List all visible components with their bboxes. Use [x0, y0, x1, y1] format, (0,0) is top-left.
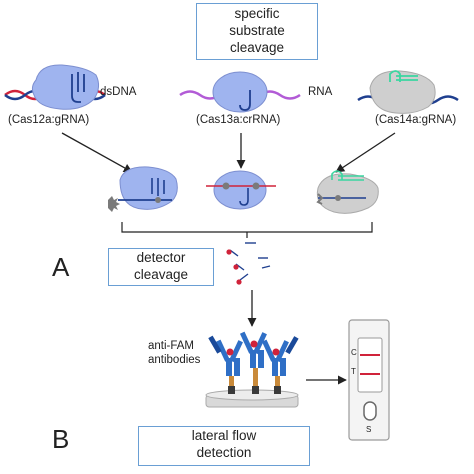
lateral-flow-box: lateral flow detection [138, 426, 310, 466]
lateral-box-line2: detection [196, 445, 252, 460]
strip-t-label: T [351, 367, 356, 376]
detector-box-line2: cleavage [133, 267, 189, 282]
rna-label: RNA [308, 86, 333, 98]
antibody-icon [205, 331, 299, 408]
reporter-molecule-icon [226, 242, 271, 285]
cas14a-enzyme-icon [369, 70, 436, 114]
cas12a-enzyme-icon [31, 64, 100, 110]
cas12a-label: (Cas12a:gRNA) [8, 114, 90, 126]
lateral-flow-strip-icon [348, 319, 390, 441]
cas14a-active-complex [316, 170, 379, 214]
bracket [121, 222, 373, 238]
panel-b-label: B [52, 424, 70, 454]
strip-s-label: S [366, 425, 372, 434]
substrate-box-line1: specific [234, 6, 280, 21]
substrate-box-line3: cleavage [229, 40, 285, 55]
cas12a-active-complex [108, 166, 178, 212]
antifam-label-line2: antibodies [148, 354, 201, 366]
panel-a-label: A [52, 252, 70, 282]
detector-cleavage-box: detector cleavage [108, 248, 214, 286]
substrate-box-line2: substrate [229, 23, 285, 38]
lateral-box-line1: lateral flow [191, 428, 257, 443]
cas14a-label: (Cas14a:gRNA) [375, 114, 457, 126]
antifam-label-line1: anti-FAM [148, 340, 195, 352]
dsdna-label: dsDNA [100, 86, 137, 98]
cas13a-active-complex [206, 170, 276, 210]
cas13a-label: (Cas13a:crRNA) [196, 114, 281, 126]
cas13a-enzyme-icon [212, 71, 268, 113]
detector-box-line1: detector [136, 250, 186, 265]
substrate-cleavage-box: specific substrate cleavage [196, 3, 318, 60]
strip-c-label: C [351, 348, 357, 357]
